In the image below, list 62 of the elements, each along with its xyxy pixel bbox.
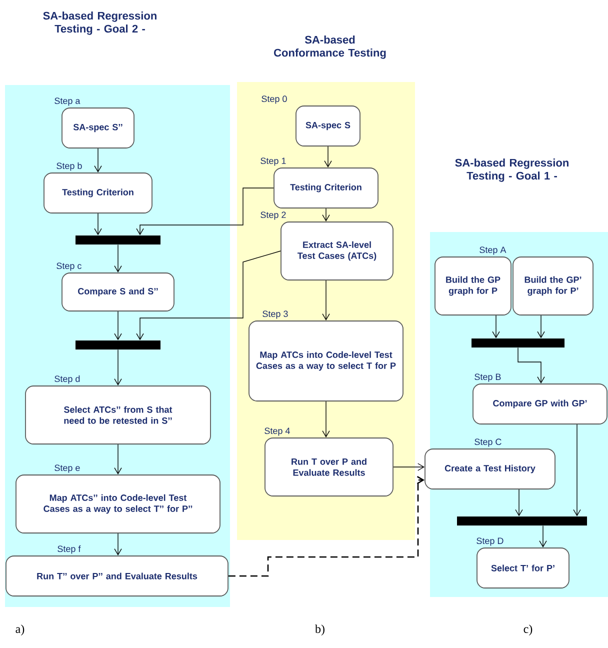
panel-heading: SA-based Conformance Testing: [274, 36, 386, 59]
step-label: Step A: [480, 246, 506, 255]
step-label: Step 3: [262, 310, 288, 319]
step-box: Testing Criterion: [44, 172, 152, 214]
panel-letter: b): [315, 624, 324, 636]
step-box: Testing Criterion: [274, 168, 378, 208]
step-box: SA-spec S’’: [62, 108, 134, 148]
step-label: Step 1: [260, 158, 286, 166]
step-box: Run T’’ over P’’ and Evaluate Results: [6, 556, 228, 596]
arrow: [537, 315, 545, 338]
step-box: Select T’ for P’: [476, 548, 570, 588]
step-label: Step B: [474, 374, 501, 382]
panel-letter: c): [524, 624, 532, 636]
step-label: Step c: [56, 262, 82, 271]
arrow: [114, 533, 122, 556]
arrow: [94, 148, 102, 173]
arrow: [324, 146, 332, 168]
arrow: [114, 244, 122, 273]
arrow: [492, 315, 500, 338]
arrow: [114, 444, 122, 475]
arrow: [114, 349, 122, 386]
step-box: Build the GP graph for P: [434, 256, 512, 316]
sync-bar: [472, 338, 564, 348]
step-box: Create a Test History: [424, 448, 556, 490]
panel-letter: a): [16, 624, 24, 636]
arrow: [136, 250, 281, 340]
arrow: [136, 188, 274, 236]
arrow: [539, 525, 547, 548]
step-box: SA-spec S: [296, 106, 360, 146]
panel-heading: SA-based Regression Testing - Goal 2 -: [43, 12, 156, 35]
step-box: Build the GP’ graph for P’: [512, 256, 594, 316]
arrow: [518, 347, 545, 384]
step-box: Map ATCs into Code-level Test Cases as a way to select T for P: [248, 320, 404, 402]
step-box: Compare GP with GP’: [472, 384, 608, 424]
sync-bar: [76, 236, 160, 244]
step-box: Extract SA-level Test Cases (ATCs): [280, 222, 394, 280]
step-label: Step b: [56, 162, 82, 171]
step-label: Step e: [54, 464, 80, 473]
arrow: [573, 424, 581, 516]
step-label: Step C: [474, 438, 502, 447]
step-box: Map ATCs’’ into Code-level Test Cases as a way to select T’’ for P’’: [16, 474, 220, 534]
step-label: Step d: [54, 375, 80, 384]
arrow: [322, 280, 330, 321]
arrow: [515, 489, 523, 516]
arrow: [393, 463, 425, 471]
panel-heading: SA-based Regression Testing - Goal 1 -: [455, 158, 568, 182]
arrow: [114, 311, 122, 340]
step-label: Step 0: [262, 96, 287, 104]
step-label: Step a: [54, 98, 80, 106]
step-box: Compare S and S’’: [62, 272, 174, 312]
dashed-arrow: [228, 476, 425, 577]
arrow: [94, 213, 102, 236]
step-label: Step 2: [260, 212, 286, 220]
arrow: [322, 208, 330, 222]
step-label: Step f: [58, 545, 81, 554]
step-label: Step D: [476, 538, 504, 546]
arrow: [322, 401, 330, 438]
step-label: Step 4: [264, 428, 290, 436]
sync-bar: [76, 340, 160, 350]
sync-bar: [457, 516, 587, 526]
step-box: Select ATCs’’ from S that need to be retested in S’’: [25, 386, 211, 444]
step-box: Run T over P and Evaluate Results: [264, 438, 394, 496]
